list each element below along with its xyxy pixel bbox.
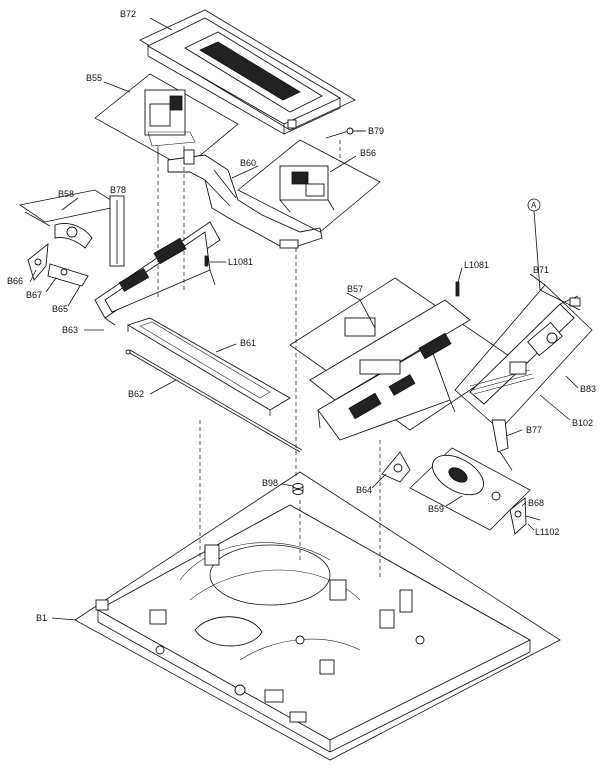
part-b66: [27, 242, 49, 281]
label-b83: B83: [580, 384, 596, 394]
label-b59: B59: [428, 504, 444, 514]
part-b58-b78-left-assembly: [18, 189, 221, 326]
label-l1081-right: L1081: [464, 260, 489, 270]
label-b64: B64: [356, 485, 372, 495]
label-b72: B72: [120, 9, 136, 19]
part-b98: [292, 483, 304, 495]
part-b77: [491, 419, 513, 471]
label-b61: B61: [240, 338, 256, 348]
label-b98: B98: [262, 478, 278, 488]
label-b79: B79: [368, 126, 384, 136]
part-b68-l1102: [509, 497, 541, 535]
label-b67: B67: [26, 290, 42, 300]
part-b79-screw: [325, 127, 364, 139]
part-b72-top-cover: [139, 9, 356, 135]
label-b57: B57: [347, 284, 363, 294]
part-b57-assembly: [289, 277, 516, 441]
leader-lines: [29, 17, 579, 621]
label-b78: B78: [110, 185, 126, 195]
part-b56: [237, 139, 381, 233]
part-b62-shaft: [125, 349, 303, 453]
part-l1081-right-screw: [455, 281, 460, 297]
label-marker-a: A: [531, 201, 537, 210]
label-b55: B55: [86, 73, 102, 83]
part-labels: B72 B55 B79 B60 B56 B58 B78 L1081 B66 B6…: [7, 9, 596, 623]
part-b1-chassis: [74, 471, 561, 761]
label-l1102: L1102: [535, 527, 559, 537]
label-b68: B68: [528, 498, 544, 508]
label-b60: B60: [240, 158, 256, 168]
label-l1081-left: L1081: [228, 257, 253, 267]
part-l1081-left-screw: [204, 255, 209, 267]
label-b66: B66: [7, 276, 23, 286]
label-b58: B58: [58, 189, 74, 199]
part-b60-flex-cable: [167, 149, 323, 249]
label-b71: B71: [533, 265, 549, 275]
label-b63: B63: [62, 325, 78, 335]
part-b55: [94, 73, 239, 169]
part-b65-b67: [47, 263, 89, 287]
label-b77: B77: [526, 425, 542, 435]
marker-a: [527, 198, 581, 311]
label-b102: B102: [572, 418, 593, 428]
label-b62: B62: [128, 389, 144, 399]
label-b56: B56: [360, 148, 376, 158]
part-b71-b102-assembly: [454, 284, 593, 431]
label-b1: B1: [36, 613, 47, 623]
label-b65: B65: [52, 304, 68, 314]
part-b59: [409, 447, 531, 531]
part-b61: [126, 317, 291, 416]
part-b64: [381, 451, 411, 483]
alignment-lines: [157, 140, 381, 580]
